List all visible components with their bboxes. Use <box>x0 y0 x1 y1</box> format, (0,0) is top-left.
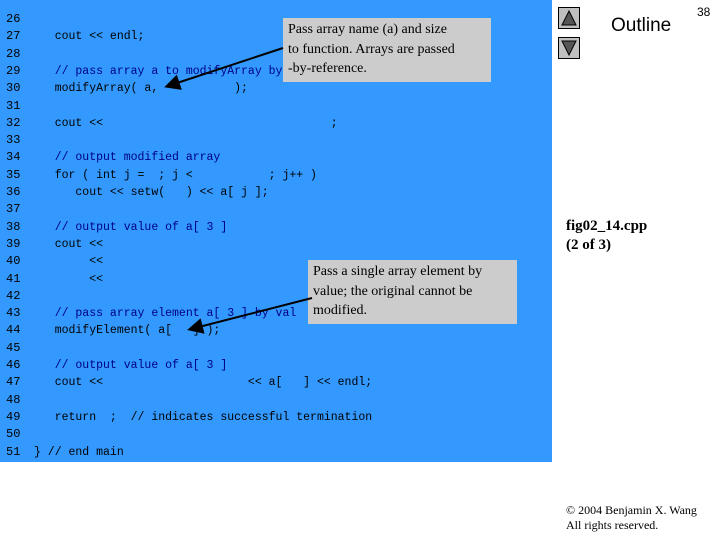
line-number: 26 <box>6 12 21 26</box>
code-text: << <box>34 272 104 286</box>
line-number: 34 <box>6 150 21 165</box>
line-number: 28 <box>6 46 21 61</box>
line-number: 48 <box>6 392 21 407</box>
file-part: (2 of 3) <box>566 237 611 253</box>
previous-slide-button[interactable] <box>558 7 580 29</box>
code-text: modifyArray( a, ); <box>34 82 248 96</box>
line-number: 40 <box>6 254 21 269</box>
next-slide-button[interactable] <box>558 37 580 59</box>
callout-array-by-reference: Pass array name (a) and size to function… <box>283 18 491 82</box>
line-number: 46 <box>6 358 21 372</box>
code-text: // output value of a[ 3 ] <box>34 220 228 234</box>
triangle-down-icon <box>561 40 577 56</box>
code-text: // output value of a[ 3 ] <box>34 359 228 372</box>
code-text: return ; // indicates successful termina… <box>34 410 373 424</box>
code-text: << <box>34 255 104 269</box>
code-text: } // end main <box>34 445 124 459</box>
line-number: 47 <box>6 375 21 390</box>
line-number: 43 <box>6 306 21 321</box>
code-text: cout << setw( ) << a[ j ]; <box>34 186 269 199</box>
line-number: 38 <box>6 219 21 234</box>
line-number: 41 <box>6 271 21 286</box>
outline-link[interactable]: Outline <box>611 15 672 36</box>
line-number: 30 <box>6 81 21 96</box>
line-number: 51 <box>6 444 21 459</box>
code-text: cout << endl; <box>34 30 145 44</box>
callout-line: value; the original cannot be <box>313 283 473 299</box>
line-number: 50 <box>6 427 21 442</box>
callout-line: Pass array name (a) and size <box>288 22 447 37</box>
line-number: 33 <box>6 133 21 148</box>
line-number: 39 <box>6 236 21 251</box>
line-number: 36 <box>6 185 21 199</box>
line-number: 27 <box>6 29 21 44</box>
code-text: // output modified array <box>34 151 221 165</box>
code-text: // pass array a to modifyArray by <box>34 64 283 78</box>
callout-line: -by-reference. <box>288 61 367 76</box>
line-number: 31 <box>6 98 21 113</box>
code-text: for ( int j = ; j < ; j++ ) <box>34 168 317 182</box>
line-number: 32 <box>6 115 21 130</box>
line-number: 49 <box>6 409 21 424</box>
code-text: cout << <box>34 237 104 251</box>
callout-line: modified. <box>313 303 368 318</box>
callout-line: Pass a single array element by <box>313 264 483 279</box>
page-number: 38 <box>697 5 711 19</box>
line-number: 35 <box>6 167 21 182</box>
code-text: cout << ; <box>34 116 338 130</box>
line-number: 29 <box>6 63 21 78</box>
file-name: fig02_14.cpp <box>566 218 648 234</box>
rights-reserved: All rights reserved. <box>566 518 659 532</box>
code-text: // pass array element a[ 3 ] by val <box>34 307 297 321</box>
line-number: 45 <box>6 340 21 355</box>
copyright: © 2004 Benjamin X. Wang <box>566 503 697 517</box>
callout-line: to function. Arrays are passed <box>288 41 455 57</box>
callout-element-by-value: Pass a single array element by value; th… <box>308 260 517 324</box>
line-number: 37 <box>6 202 21 217</box>
line-number: 42 <box>6 288 21 303</box>
code-text: modifyElement( a[ ] ); <box>34 324 221 338</box>
triangle-up-icon <box>561 10 577 26</box>
code-text: cout << << a[ ] << endl; <box>34 376 373 390</box>
line-number: 44 <box>6 323 21 338</box>
